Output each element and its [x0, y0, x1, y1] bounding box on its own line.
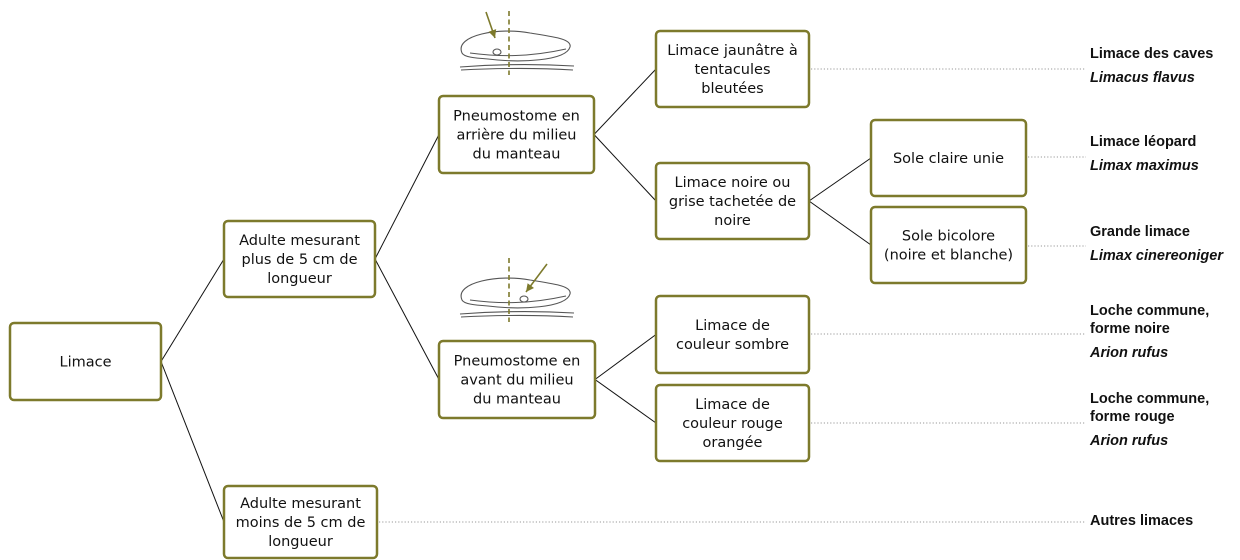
species-common-name: Loche commune, [1090, 303, 1209, 319]
slug-pneumostome-behind-sketch [459, 11, 575, 75]
node-label-line: couleur sombre [676, 337, 789, 353]
node-label-line: noire [714, 213, 751, 229]
node-pneumo-back: Pneumostome en arrière du milieu du mantea… [437, 94, 596, 175]
edge-adult_large-to-pneumo_back [374, 134, 440, 260]
node-label-line: (noire et blanche) [884, 248, 1013, 264]
node-label-line: Pneumostome en [454, 354, 581, 370]
node-label-line: longueur [268, 534, 333, 550]
node-box [437, 94, 596, 175]
node-label-line: Pneumostome en [453, 109, 580, 125]
edge-root-to-adult_small [160, 361, 225, 523]
node-box [222, 219, 377, 299]
node-label-line: Limace de [695, 397, 770, 413]
node-label-line: du manteau [473, 392, 561, 408]
node-black: Limace noire ou grise tachetée de noire [654, 161, 811, 241]
species-latin-name: Arion rufus [1089, 345, 1168, 361]
species-latin-name: Limacus flavus [1090, 70, 1195, 86]
node-box [437, 339, 597, 420]
node-label-line: couleur rouge [682, 416, 783, 432]
node-label-line: du manteau [473, 147, 561, 163]
edge-pneumo_front-to-orange [594, 379, 657, 424]
species-latin-name: Limax maximus [1090, 158, 1199, 174]
node-box [654, 161, 811, 241]
node-sole-plain: Sole claire unie [869, 118, 1028, 198]
node-label-line: Adulte mesurant [240, 496, 361, 512]
node-box [8, 321, 163, 402]
node-label-line: longueur [267, 271, 332, 287]
edge-pneumo_back-to-yellow [593, 68, 657, 135]
species-common-name: Autres limaces [1090, 513, 1193, 529]
node-label-line: Sole bicolore [902, 229, 995, 245]
node-label-line: moins de 5 cm de [236, 515, 366, 531]
node-box [222, 484, 379, 560]
species-common-name: Grande limace [1090, 224, 1190, 240]
species-latin-name: Limax cinereoniger [1090, 248, 1224, 264]
node-label-line: Limace [59, 355, 111, 371]
node-sole-bicolor: Sole bicolore (noire et blanche) [869, 205, 1028, 285]
species-common-name: Loche commune, [1090, 391, 1209, 407]
species-common-name: forme noire [1090, 321, 1170, 337]
node-orange: Limace de couleur rouge orangée [654, 383, 811, 463]
node-box [654, 29, 811, 109]
slug-pneumostome-front-sketch [459, 258, 575, 322]
node-label-line: Limace de [695, 318, 770, 334]
node-label-line: Adulte mesurant [239, 233, 360, 249]
node-yellow: Limace jaunâtre à tentacules bleutées [654, 29, 811, 109]
node-label-line: bleutées [701, 81, 763, 97]
node-label-line: tentacules [694, 62, 770, 78]
node-box [869, 205, 1028, 285]
node-adult-large: Adulte mesurant plus de 5 cm de longueur [222, 219, 377, 299]
node-label-line: plus de 5 cm de [242, 252, 358, 268]
edge-pneumo_back-to-black [593, 134, 657, 202]
leader-lines [379, 68, 1086, 523]
node-box [654, 383, 811, 463]
edge-root-to-adult_large [160, 258, 225, 362]
edge-black-to-sole_plain [808, 157, 872, 202]
node-dark: Limace de couleur sombre [654, 294, 811, 375]
species-common-name: Limace des caves [1090, 46, 1213, 62]
tree-edges [160, 68, 872, 523]
node-box [869, 118, 1028, 198]
node-label-line: orangée [703, 435, 763, 451]
node-box [654, 294, 811, 375]
pneumostome-illustrations [459, 11, 575, 322]
node-adult-small: Adulte mesurant moins de 5 cm de longueur [222, 484, 379, 560]
species-latin-name: Arion rufus [1089, 433, 1168, 449]
node-label-line: avant du milieu [460, 373, 573, 389]
species-common-name: forme rouge [1090, 409, 1175, 425]
node-label-line: grise tachetée de [669, 194, 796, 210]
node-pneumo-front: Pneumostome en avant du milieu du manteau [437, 339, 597, 420]
node-label-line: Limace jaunâtre à [667, 43, 798, 59]
species-common-name: Limace léopard [1090, 134, 1196, 150]
edge-black-to-sole_bicolor [808, 200, 872, 246]
node-label-line: arrière du milieu [456, 128, 576, 144]
node-root: Limace [8, 321, 163, 402]
edge-adult_large-to-pneumo_front [374, 258, 440, 380]
node-label-line: Sole claire unie [893, 151, 1004, 167]
edge-pneumo_front-to-dark [594, 334, 657, 380]
species-others: Autres limaces [1090, 513, 1193, 529]
node-label-line: Limace noire ou [675, 175, 791, 191]
